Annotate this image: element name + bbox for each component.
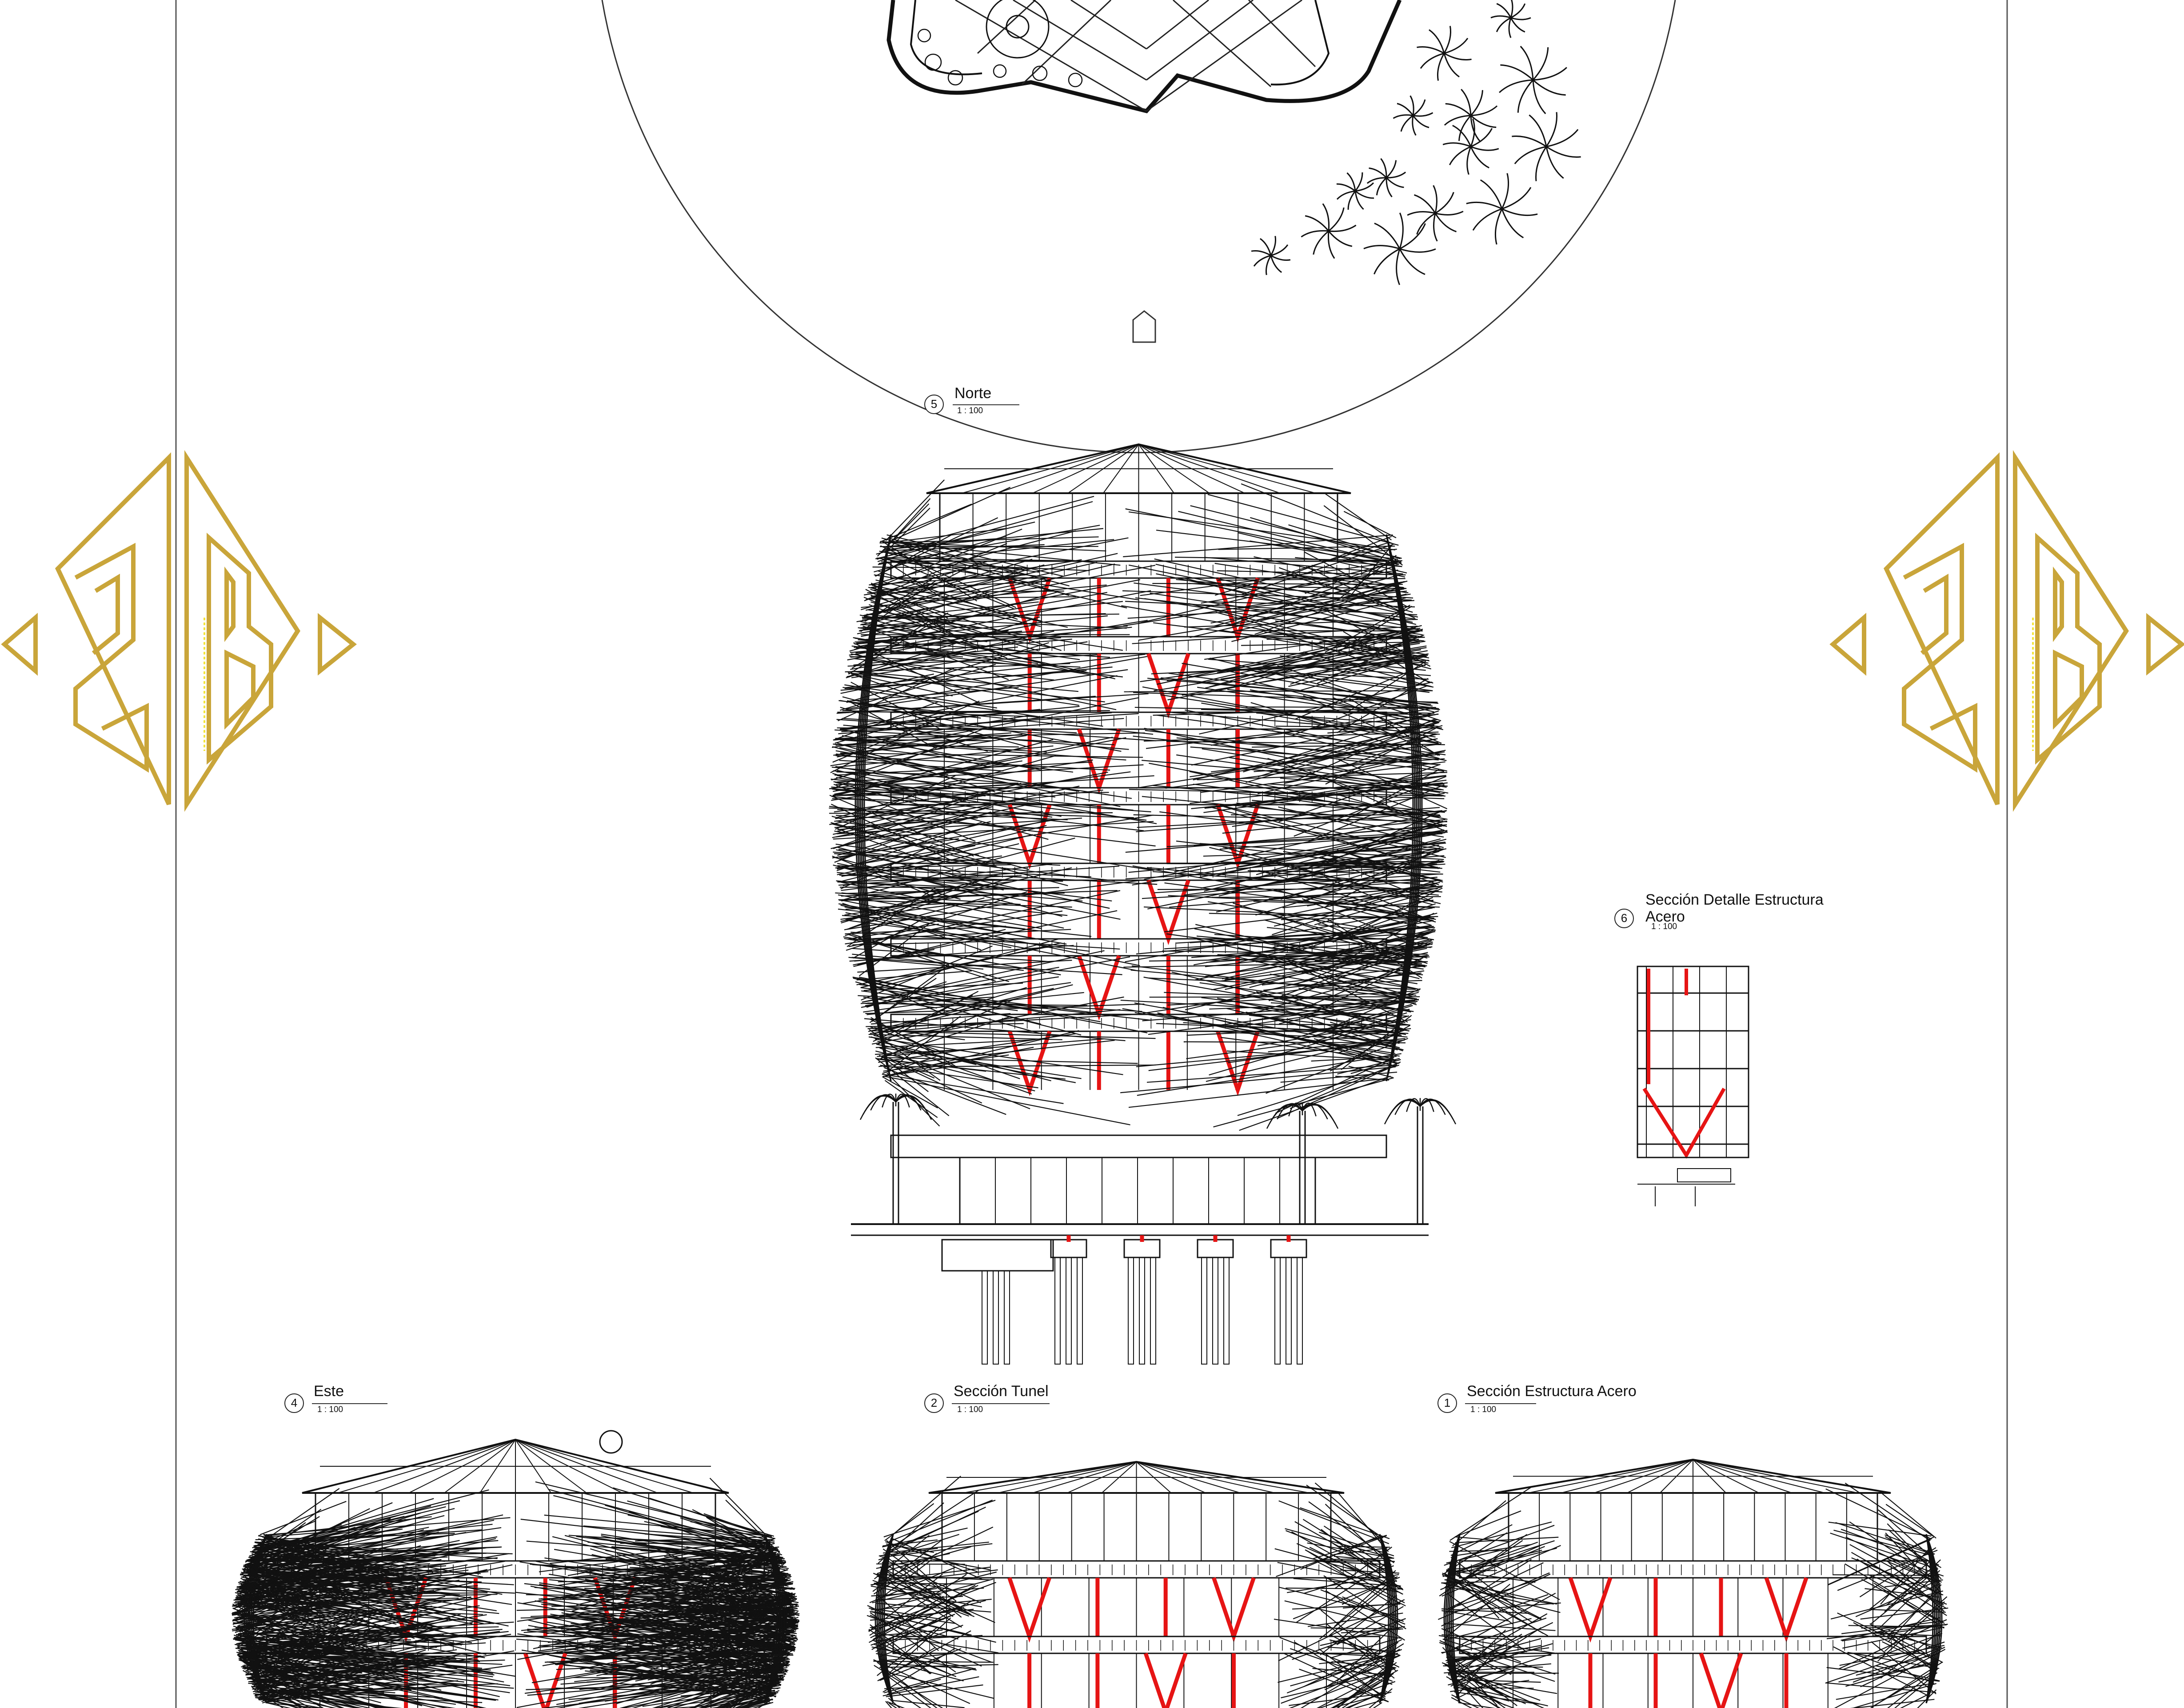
- view-scale: 1 : 100: [317, 1405, 343, 1414]
- view-number: 5: [924, 395, 944, 414]
- detail-section-drawing: [1637, 966, 1749, 1206]
- view-scale: 1 : 100: [1651, 922, 1677, 931]
- view-title: Sección Estructura Acero: [1467, 1383, 1637, 1400]
- view-scale: 1 : 100: [1470, 1405, 1497, 1414]
- logo-2b-left: [1, 450, 357, 812]
- title-underline: [953, 404, 1019, 405]
- seccion-estructura-acero-drawing: [1437, 1458, 1948, 1708]
- view-scale: 1 : 100: [957, 406, 983, 415]
- title-underline: [312, 1403, 387, 1404]
- site-plan: [601, 0, 1676, 454]
- view-title: Norte: [954, 385, 992, 402]
- view-title: Sección Tunel: [954, 1383, 1049, 1400]
- logo-2b-right: [1829, 450, 2184, 812]
- view-number: 4: [284, 1393, 304, 1413]
- este-elevation: [232, 1430, 800, 1708]
- norte-elevation: [829, 443, 1457, 1365]
- view-title: Sección Detalle Estructura Acero: [1645, 891, 1824, 925]
- view-number: 1: [1437, 1393, 1457, 1413]
- title-underline: [1465, 1403, 1536, 1404]
- view-number: 6: [1614, 909, 1634, 928]
- view-number: 2: [924, 1393, 944, 1413]
- seccion-tunel-drawing: [866, 1461, 1406, 1708]
- view-scale: 1 : 100: [957, 1405, 983, 1414]
- title-underline: [952, 1403, 1050, 1404]
- view-title: Este: [314, 1383, 344, 1400]
